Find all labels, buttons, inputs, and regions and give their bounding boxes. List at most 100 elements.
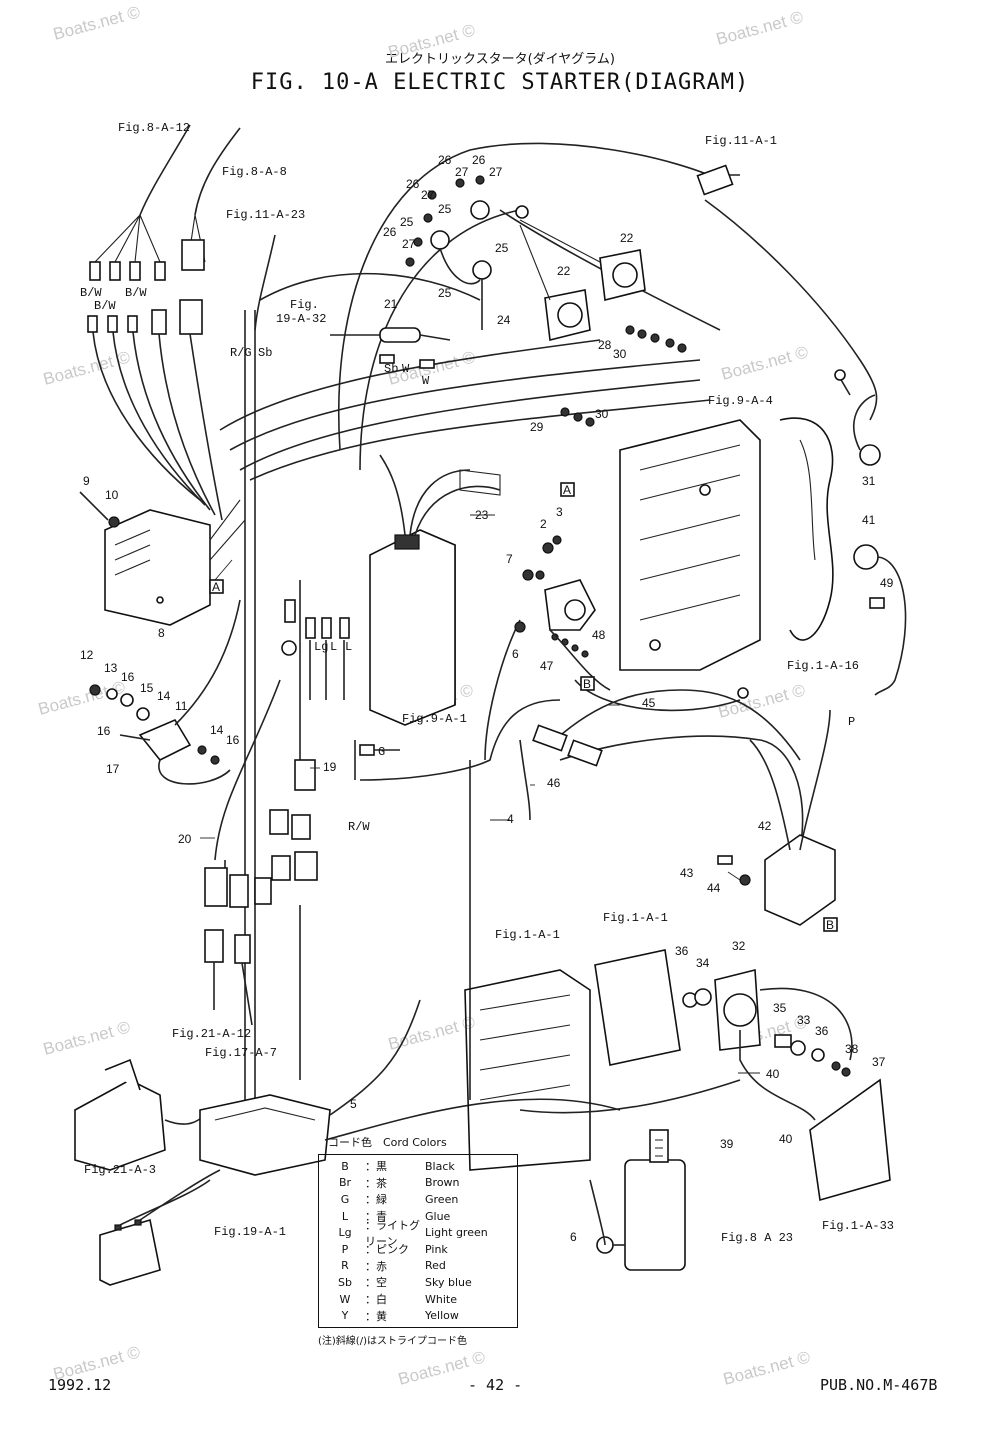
legend-en: Yellow — [425, 1309, 459, 1323]
callout: 17 — [106, 762, 120, 776]
part-callouts: 26 26 26 26 27 27 27 27 25 25 25 25 22 2… — [80, 153, 894, 1244]
wire-label: Lg — [314, 640, 328, 654]
ref-label: Fig.1-A-33 — [822, 1219, 894, 1233]
box-letter: B — [583, 677, 591, 691]
callout: 16 — [97, 724, 111, 738]
ref-label: Fig.8 A 23 — [721, 1231, 793, 1245]
callout: 26 — [438, 153, 452, 167]
legend-row: R ：赤 Red — [325, 1258, 511, 1275]
wire-label: W — [422, 374, 430, 388]
wire-label: W — [402, 362, 410, 376]
legend-en: Brown — [425, 1176, 460, 1190]
legend-en: Red — [425, 1259, 446, 1273]
starter-motor — [589, 1129, 686, 1271]
wire-label: B/W — [125, 286, 147, 300]
callout: 47 — [540, 659, 554, 673]
callout: 16 — [121, 670, 135, 684]
ref-label: 19-A-32 — [276, 312, 326, 326]
legend-code: Y — [341, 1309, 349, 1323]
callout: 22 — [557, 264, 571, 278]
footer-date: 1992.12 — [48, 1376, 112, 1394]
callout: 13 — [104, 661, 118, 675]
callout: 15 — [140, 681, 154, 695]
wire-label: L — [330, 640, 337, 654]
legend-note: (注)斜線(/)はストライプコード色 — [318, 1335, 467, 1347]
figure-references: Fig.8-A-12 Fig.8-A-8 Fig.11-A-23 Fig. 19… — [84, 121, 894, 1245]
ref-label: Fig.11-A-23 — [226, 208, 305, 222]
ref-label: Fig.21-A-12 — [172, 1027, 251, 1041]
legend-jp: ：白 — [365, 1293, 387, 1307]
callout: 22 — [620, 231, 634, 245]
relay-assembly — [405, 175, 646, 341]
callout: 14 — [157, 689, 171, 703]
legend-jp: ：ライトグリーン — [365, 1218, 420, 1248]
legend-en: Light green — [425, 1226, 488, 1240]
callout: 45 — [642, 696, 656, 710]
legend-code: R — [341, 1259, 349, 1273]
ref-label: Fig.8-A-8 — [222, 165, 287, 179]
watermark: Boats.net © — [719, 342, 810, 384]
legend-row: Lg ：ライトグリーン Light green — [325, 1219, 511, 1248]
watermark: Boats.net © — [386, 20, 477, 62]
callout: 26 — [406, 177, 420, 191]
callout: 30 — [595, 407, 609, 421]
callout: 26 — [383, 225, 397, 239]
ref-label: Fig.21-A-3 — [84, 1163, 156, 1177]
legend-heading: コード色 Cord Colors — [328, 1136, 447, 1149]
callout: 28 — [598, 338, 612, 352]
legend-code: G — [340, 1192, 350, 1206]
rectifier-regulator — [79, 491, 246, 626]
wire-label: R/W — [348, 820, 370, 834]
main-harness — [354, 619, 804, 1100]
wire-color-labels: B/W B/W B/W R/G Sb Sb W W Lg L L G R/W P — [80, 286, 855, 834]
box-letter: B — [826, 918, 834, 932]
battery — [99, 1169, 221, 1286]
callout: 3 — [556, 505, 563, 519]
wire-label: B/W — [80, 286, 102, 300]
ref-label: Fig.17-A-7 — [205, 1046, 277, 1060]
callout: 2 — [540, 517, 547, 531]
ref-label: Fig.19-A-1 — [214, 1225, 286, 1239]
callout: 36 — [815, 1024, 829, 1038]
ref-label: Fig.11-A-1 — [705, 134, 777, 148]
boxed-letters: A A B B — [209, 482, 838, 932]
legend-code: Lg — [338, 1226, 352, 1240]
box-letter: A — [212, 580, 220, 594]
callout: 35 — [773, 1001, 787, 1015]
callout: 21 — [384, 297, 398, 311]
callout: 12 — [80, 648, 94, 662]
page-title: FIG. 10-A ELECTRIC STARTER(DIAGRAM) — [250, 70, 750, 95]
box-letter: A — [563, 483, 571, 497]
legend-code: L — [341, 1209, 349, 1223]
callout: 27 — [402, 237, 416, 251]
ref-label: Fig.9-A-1 — [402, 712, 467, 726]
callout: 26 — [472, 153, 486, 167]
callout: 32 — [732, 939, 746, 953]
callout: 24 — [497, 313, 511, 327]
callout: 19 — [323, 760, 337, 774]
ref-label: Fig.9-A-4 — [708, 394, 773, 408]
wire-label: B/W — [94, 299, 116, 313]
legend-jp: ：赤 — [365, 1259, 387, 1273]
legend-en: Sky blue — [425, 1275, 472, 1289]
callout: 29 — [530, 420, 544, 434]
fuse-holder — [330, 327, 451, 369]
callout: 40 — [766, 1067, 780, 1081]
callout: 38 — [845, 1042, 859, 1056]
callout: 20 — [178, 832, 192, 846]
legend-en: Black — [425, 1159, 455, 1173]
callout: 25 — [400, 215, 414, 229]
starter-solenoid — [514, 535, 611, 691]
callout: 43 — [680, 866, 694, 880]
legend-jp: ：空 — [365, 1276, 387, 1290]
upper-left-harness — [87, 124, 711, 1100]
callout: 46 — [547, 776, 561, 790]
legend-en: Green — [425, 1192, 459, 1206]
top-loop-wires — [337, 142, 878, 471]
callout: 27 — [455, 165, 469, 179]
